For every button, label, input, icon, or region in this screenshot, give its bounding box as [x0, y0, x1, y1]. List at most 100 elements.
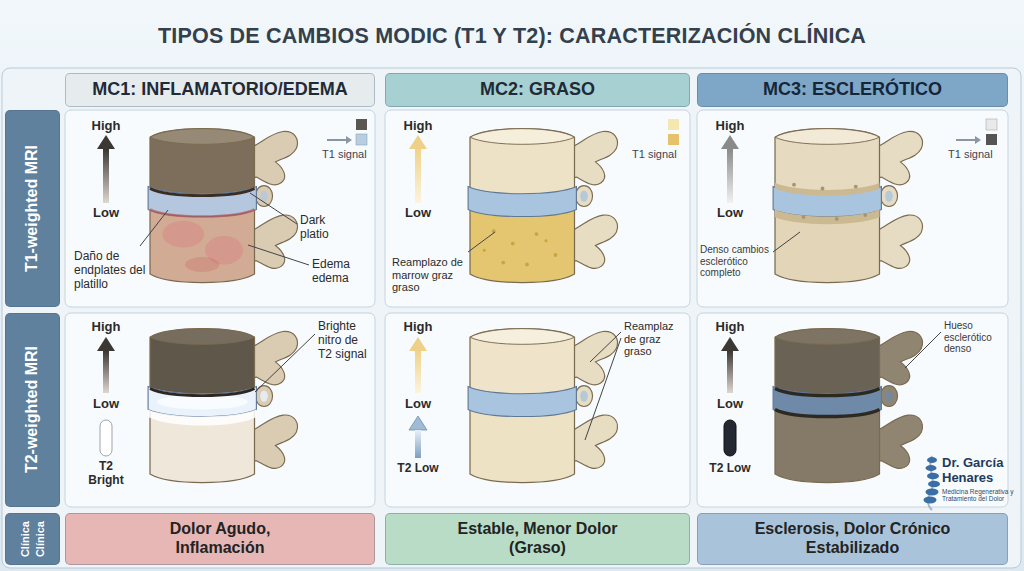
signal-key: T1 signal — [632, 148, 684, 161]
signal-key: T2 Bright — [83, 460, 129, 488]
signal-arrow — [415, 149, 421, 203]
vertebra-mc1-t1 — [150, 189, 255, 196]
row-header-text: Clínica — [34, 521, 47, 557]
signal-icon — [346, 136, 352, 144]
vertebra-mc1-t1 — [185, 257, 219, 272]
panel — [65, 110, 375, 307]
leader-line — [773, 232, 800, 252]
signal-key: T2 Low — [707, 462, 753, 476]
vertebra-mc1-t1 — [148, 129, 297, 283]
clinical-box: Estable, Menor Dolor (Graso) — [385, 513, 690, 565]
vertebra-mc2-t1 — [535, 232, 539, 236]
panel — [697, 110, 1008, 307]
leader-line — [590, 332, 621, 362]
callout-label: Edema edema — [312, 258, 364, 286]
callout-label: Hueso esclerótico denso — [944, 320, 1002, 355]
signal-bar — [100, 420, 736, 456]
signal-level: Low — [86, 206, 126, 221]
signal-level: Low — [710, 206, 750, 221]
column-header-text: MC3: ESCLERÓTICO — [763, 79, 942, 100]
leader-line — [248, 245, 309, 265]
logo-icon — [927, 473, 939, 479]
vertebra-mc1-t2 — [148, 409, 256, 425]
signal-arrow — [97, 135, 115, 149]
vertebra-mc2-t1 — [511, 242, 515, 246]
signal-bar — [724, 420, 736, 456]
vertebra-mc3-t1 — [821, 187, 825, 191]
signal-arrow — [103, 351, 109, 393]
signal-key: T1 signal — [948, 148, 1000, 161]
signal-level: Low — [398, 206, 438, 221]
row-header-text: T2-weighted MRI — [23, 346, 42, 473]
row-header: T2-weighted MRI — [5, 313, 60, 507]
column-header-text: MC2: GRASO — [480, 79, 595, 100]
vertebra-mc3-t2 — [773, 329, 922, 483]
signal-icon — [956, 139, 975, 141]
panel — [385, 313, 690, 507]
leader-line — [468, 232, 495, 252]
signal-icon — [668, 119, 679, 130]
logo-tagline: Medicina Regenerativa y Tratamiento del … — [942, 488, 1020, 503]
logo-icon — [924, 497, 937, 504]
signal-level: High — [86, 320, 126, 335]
vertebra-mc2-t1 — [468, 129, 617, 283]
leader-line — [255, 334, 315, 392]
vertebra-mc2-t1 — [554, 253, 558, 257]
callout-label: Brighte nitro de T2 signal — [318, 320, 374, 361]
vertebra-mc2-t1 — [483, 249, 486, 252]
panel — [385, 110, 690, 307]
vertebra-mc3-t1 — [775, 183, 880, 196]
logo-name: Dr. García Henares — [942, 456, 1018, 486]
signal-arrow — [727, 351, 733, 393]
clinical-box-text: Esclerosis, Dolor Crónico Estabilizado — [728, 520, 978, 558]
leader-line — [905, 332, 941, 368]
row-header-text: Clínica — [19, 521, 32, 557]
callout-label: Daño de endplates del platillo — [74, 250, 148, 291]
leader-line — [140, 210, 168, 246]
column-header-text: MC1: INFLAMATORIO/EDEMA — [92, 79, 347, 100]
signal-icon — [356, 119, 367, 130]
signal-arrow — [97, 135, 739, 458]
vertebra-mc3-t2 — [773, 329, 922, 483]
vertebra-mc1-t1 — [148, 129, 297, 283]
signal-level: High — [398, 119, 438, 134]
panel — [65, 110, 1008, 507]
vertebra-mc2-t1 — [525, 263, 529, 267]
logo-icon — [927, 457, 937, 463]
frame — [2, 68, 1021, 568]
clinical-box-text: Dolor Agudo, Inflamación — [150, 520, 290, 558]
vertebra-mc3-t2 — [775, 409, 880, 416]
clinical-box: Esclerosis, Dolor Crónico Estabilizado — [697, 513, 1008, 565]
signal-arrow — [97, 337, 115, 351]
signal-key: T1 signal — [322, 148, 374, 161]
callout-label: Reamplaz de graz graso — [624, 320, 688, 358]
logo-icon — [926, 465, 937, 471]
signal-arrow — [409, 337, 427, 351]
panel — [65, 313, 375, 507]
vertebra-mc1-t2 — [150, 389, 255, 396]
signal-level: High — [710, 119, 750, 134]
vertebra-mc3-t1 — [773, 129, 922, 283]
row-header-text: T1-weighted MRI — [23, 145, 42, 272]
leader-line — [585, 338, 621, 440]
callout-label: Dark platio — [300, 214, 350, 242]
row-header: ClínicaClínica — [5, 513, 60, 565]
callout-label: Reamplazo de marrow graz graso — [392, 256, 468, 294]
vertebra-mc2-t1 — [468, 129, 617, 283]
vertebra-mc1-t2 — [148, 329, 297, 483]
signal-arrow — [415, 351, 421, 393]
vertebra-mc1-t2 — [148, 329, 297, 483]
signal-icon — [975, 136, 981, 144]
column-header: MC2: GRASO — [385, 73, 690, 107]
vertebra-mc1-t1 — [162, 221, 204, 248]
vertebra-mc3-t2 — [775, 389, 880, 396]
signal-level: Low — [398, 397, 438, 412]
signal-level: High — [710, 320, 750, 335]
signal-level: Low — [86, 397, 126, 412]
vertebra-mc3-t1 — [863, 213, 867, 217]
signal-arrow — [721, 135, 739, 149]
vertebra-mc2-t1 — [501, 261, 505, 265]
vertebra-mc3-t1 — [773, 129, 922, 283]
signal-arrow — [727, 149, 733, 203]
signal-icon — [986, 119, 997, 130]
